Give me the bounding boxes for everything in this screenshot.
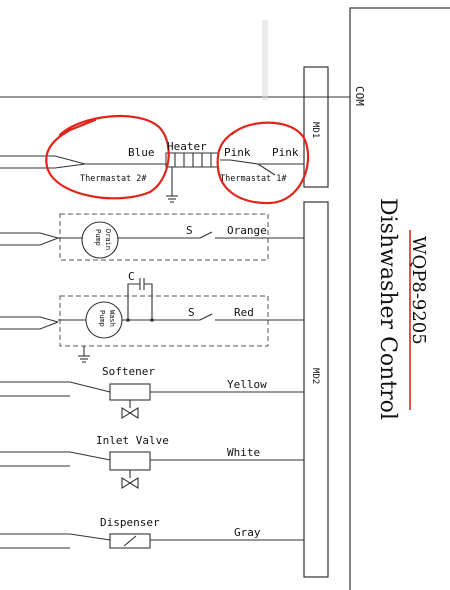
- panel-title: Dishwasher Control: [375, 198, 400, 420]
- md2-block: [303, 201, 329, 578]
- red-wire-label: Red: [234, 306, 254, 319]
- softener-label: Softener: [102, 365, 155, 378]
- wash-pump-text-2: Pump: [98, 310, 106, 327]
- wash-dashed-box: [59, 295, 269, 347]
- annotation-circle-right: [216, 121, 310, 205]
- wash-pump-text-1: Wash: [108, 310, 116, 327]
- drain-pump-symbol: [81, 221, 119, 259]
- softener-coil: [109, 383, 151, 401]
- pink-wire-label-2: Pink: [272, 146, 299, 159]
- thermostat-2-label: Thermastat 2#: [80, 174, 147, 184]
- white-wire-label: White: [227, 446, 260, 459]
- yellow-wire-label: Yellow: [227, 378, 267, 391]
- annotation-circle-left: [45, 115, 170, 200]
- wash-switch-label: S: [188, 306, 195, 319]
- com-label: COM: [353, 86, 366, 106]
- thermostat-1-label: Thermastat 1#: [220, 174, 287, 184]
- dispenser-label: Dispenser: [100, 516, 160, 529]
- pink-wire-label-1: Pink: [224, 146, 251, 159]
- drain-switch-label: S: [186, 224, 193, 237]
- orange-wire-label: Orange: [227, 224, 267, 237]
- panel-border: [349, 7, 450, 590]
- heater-label: Heater: [167, 140, 207, 153]
- capacitor-label: C: [128, 270, 135, 283]
- drain-dashed-box: [59, 213, 269, 261]
- drain-pump-text-1: Drain: [104, 229, 112, 250]
- heater-element: [165, 152, 219, 168]
- inlet-valve-coil: [109, 451, 151, 471]
- md2-label: MD2: [310, 368, 320, 384]
- inlet-valve-label: Inlet Valve: [96, 434, 169, 447]
- model-number: WQP8-9205: [408, 236, 429, 345]
- gray-wire-label: Gray: [234, 526, 261, 539]
- blue-wire-label: Blue: [128, 146, 155, 159]
- md1-label: MD1: [310, 122, 320, 138]
- drain-pump-text-2: Pump: [94, 229, 102, 246]
